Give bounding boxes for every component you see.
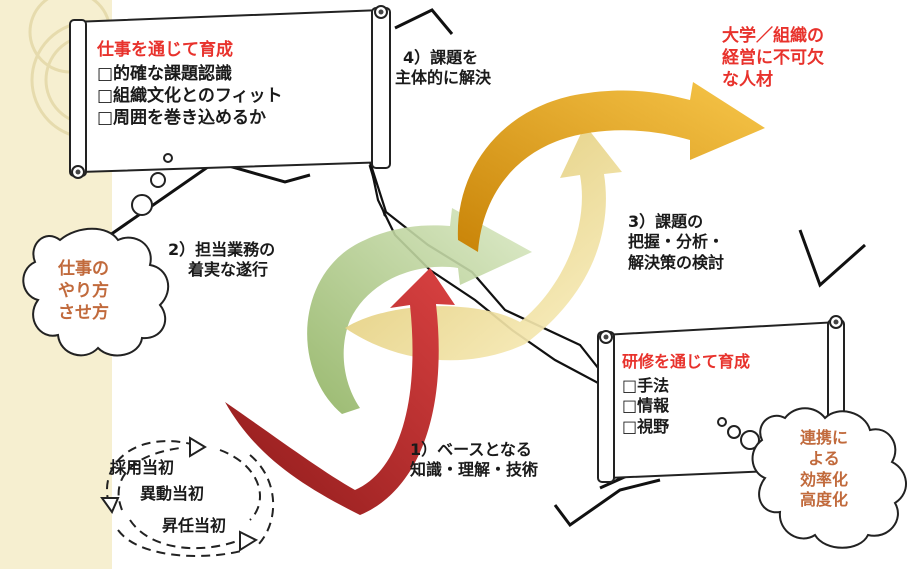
goal-line: 大学／組織の: [722, 26, 824, 46]
timing-line-1: 採用当初: [110, 458, 175, 477]
dashed-cycle-heads: [100, 436, 259, 552]
cloud-method-line: やり方: [58, 281, 109, 302]
step1-line: 1）ベースとなる: [410, 440, 532, 459]
step4-label: 4）課題を 主体的に解決: [395, 48, 491, 89]
step3-label: 3）課題の 把握・分析・ 解決策の検討: [628, 212, 724, 273]
step1-line: 知識・理解・技術: [410, 460, 539, 480]
timing-line-3: 昇任当初: [162, 516, 227, 535]
cloud-method-line: 仕事の: [58, 259, 109, 279]
timing-line-2: 異動当初: [140, 484, 205, 503]
cloud-efficiency-shape: [751, 407, 907, 549]
scroll-training-title: 研修を通じて育成: [622, 352, 751, 371]
cloud-method-shape: [22, 227, 170, 357]
scroll-work-list: □的確な課題認識 □組織文化とのフィット □周囲を巻き込めるか: [97, 64, 283, 129]
cloud-efficiency-line: 効率化: [800, 469, 849, 489]
step3-line: 3）課題の: [628, 212, 704, 231]
scroll-work-item: □的確な課題認識: [97, 64, 233, 84]
arrow-orange: [457, 82, 765, 252]
scroll-training-item: □視野: [622, 416, 670, 436]
thought-dots-right: [717, 417, 760, 450]
step1-label: 1）ベースとなる 知識・理解・技術: [410, 440, 538, 481]
step4-line: 主体的に解決: [395, 68, 492, 88]
thought-dots-left: [131, 153, 173, 216]
step2-line: 着実な遂行: [188, 260, 269, 280]
goal-label: 大学／組織の 経営に不可欠 な人材: [722, 26, 824, 91]
cloud-efficiency-line: よる: [808, 448, 840, 468]
cloud-efficiency-line: 連携に: [800, 428, 849, 447]
step4-line: 4）課題を: [403, 48, 479, 67]
dashed-cycle: [105, 440, 275, 557]
scroll-work-item: □周囲を巻き込めるか: [97, 107, 267, 128]
arrow-green: [307, 208, 532, 414]
cloud-method-line: させ方: [58, 303, 109, 324]
step2-label: 2）担当業務の 着実な遂行: [168, 240, 275, 281]
cloud-method-text: 仕事の やり方 させ方: [58, 258, 109, 324]
step2-line: 2）担当業務の: [168, 240, 276, 259]
scroll-training-list: □手法 □情報 □視野: [622, 376, 669, 437]
step3-line: 解決策の検討: [628, 252, 725, 272]
goal-line: な人材: [722, 69, 773, 90]
arrow-yellow: [345, 125, 622, 361]
cloud-efficiency-line: 高度化: [800, 490, 849, 510]
arrow-red: [225, 268, 455, 515]
scroll-work-item: □組織文化とのフィット: [97, 85, 283, 106]
scroll-work-title: 仕事を通じて育成: [97, 40, 233, 60]
scroll-training-item: □手法: [622, 376, 670, 395]
step3-line: 把握・分析・: [628, 232, 725, 252]
scroll-work: [69, 5, 391, 179]
goal-line: 経営に不可欠: [722, 47, 824, 68]
scroll-training-item: □情報: [622, 396, 670, 416]
cloud-efficiency-text: 連携に よる 効率化 高度化: [800, 428, 848, 511]
